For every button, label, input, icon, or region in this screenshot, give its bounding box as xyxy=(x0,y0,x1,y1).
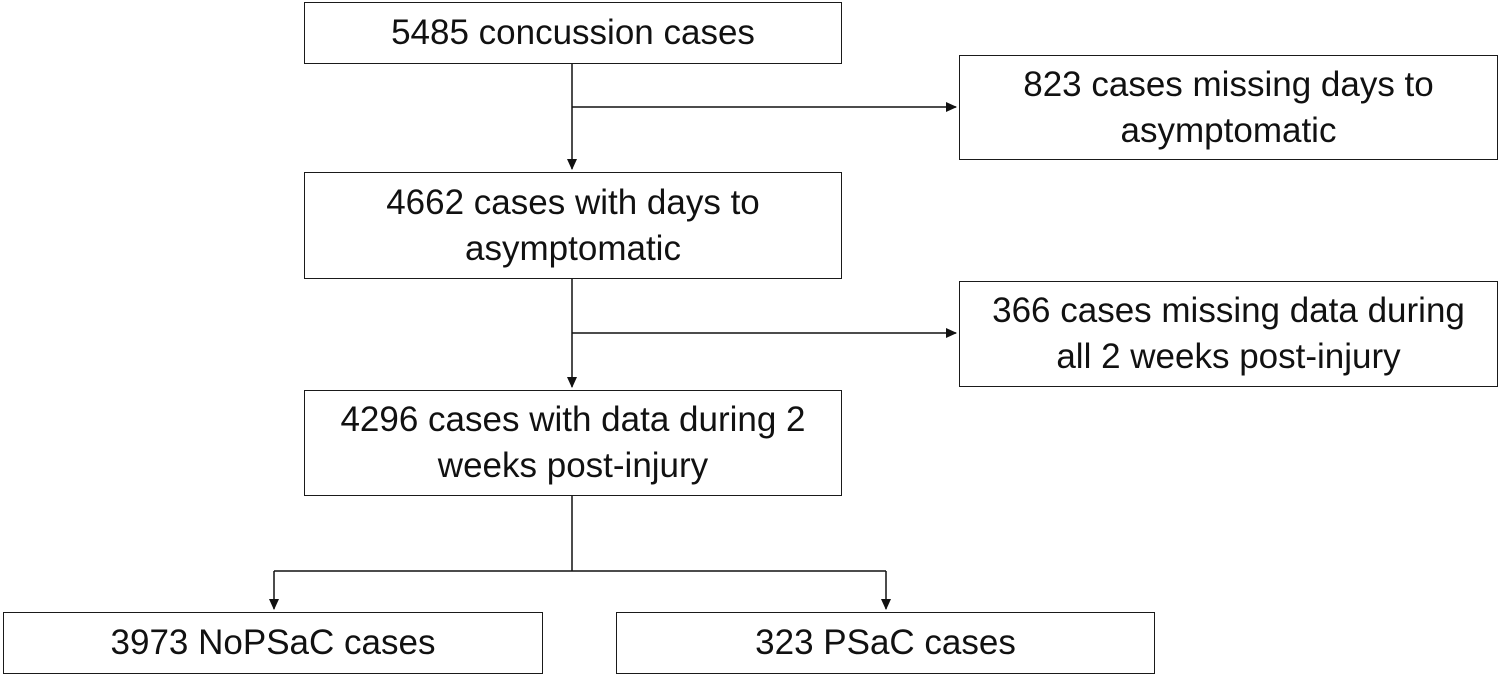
box-total-cases-label: 5485 concussion cases xyxy=(391,13,755,52)
box-excluded-missing-days: 823 cases missing days to asymptomatic xyxy=(959,55,1498,160)
box-total-cases: 5485 concussion cases xyxy=(304,2,842,64)
box-psac-label: 323 PSaC cases xyxy=(755,623,1016,662)
box-excluded-missing-data: 366 cases missing data during all 2 week… xyxy=(959,281,1498,387)
box-with-data-label: 4296 cases with data during 2 weeks post… xyxy=(340,400,806,485)
box-with-data: 4296 cases with data during 2 weeks post… xyxy=(304,390,842,496)
box-psac: 323 PSaC cases xyxy=(616,612,1155,674)
box-excluded-missing-data-label: 366 cases missing data during all 2 week… xyxy=(992,291,1465,376)
box-with-days: 4662 cases with days to asymptomatic xyxy=(304,172,842,279)
box-with-days-label: 4662 cases with days to asymptomatic xyxy=(386,182,760,268)
box-excluded-missing-days-label: 823 cases missing days to asymptomatic xyxy=(1023,64,1434,150)
box-nopsac: 3973 NoPSaC cases xyxy=(3,612,543,674)
box-nopsac-label: 3973 NoPSaC cases xyxy=(110,623,436,662)
